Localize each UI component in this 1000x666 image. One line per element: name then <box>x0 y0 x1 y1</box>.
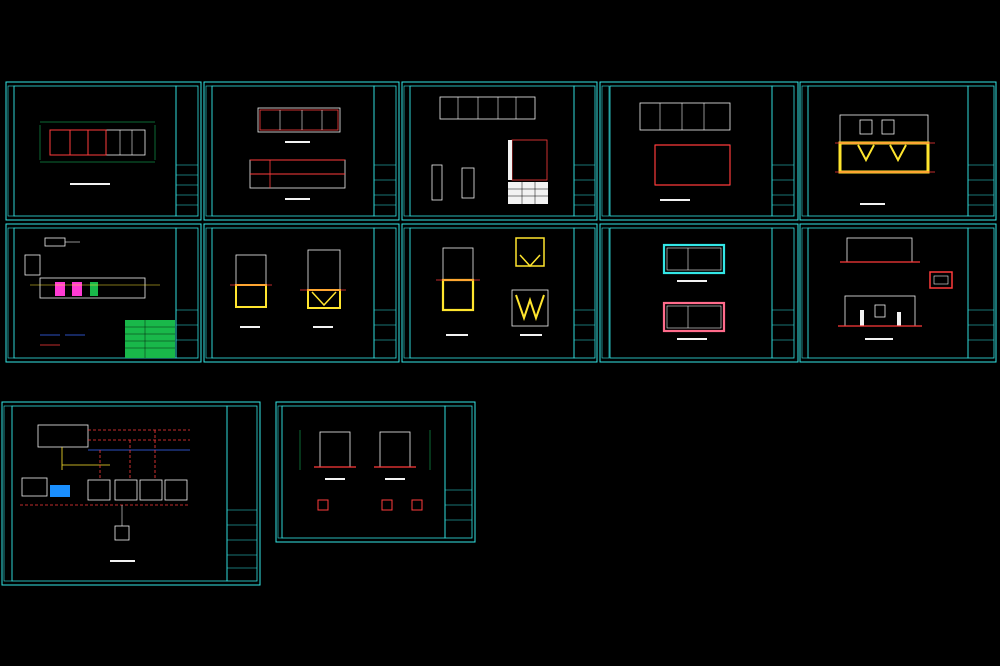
sheet-7[interactable] <box>203 223 400 363</box>
sheet-12[interactable] <box>275 401 476 543</box>
sheet-5[interactable] <box>799 81 997 221</box>
sheet-4[interactable] <box>599 81 799 221</box>
sheet-2[interactable] <box>203 81 400 221</box>
sheet-3[interactable] <box>401 81 598 221</box>
sheet-11[interactable] <box>1 401 261 586</box>
sheet-8[interactable] <box>401 223 598 363</box>
sheet-10[interactable] <box>799 223 997 363</box>
sheet-1[interactable] <box>5 81 202 221</box>
sheet-6[interactable] <box>5 223 202 363</box>
sheet-9[interactable] <box>599 223 799 363</box>
